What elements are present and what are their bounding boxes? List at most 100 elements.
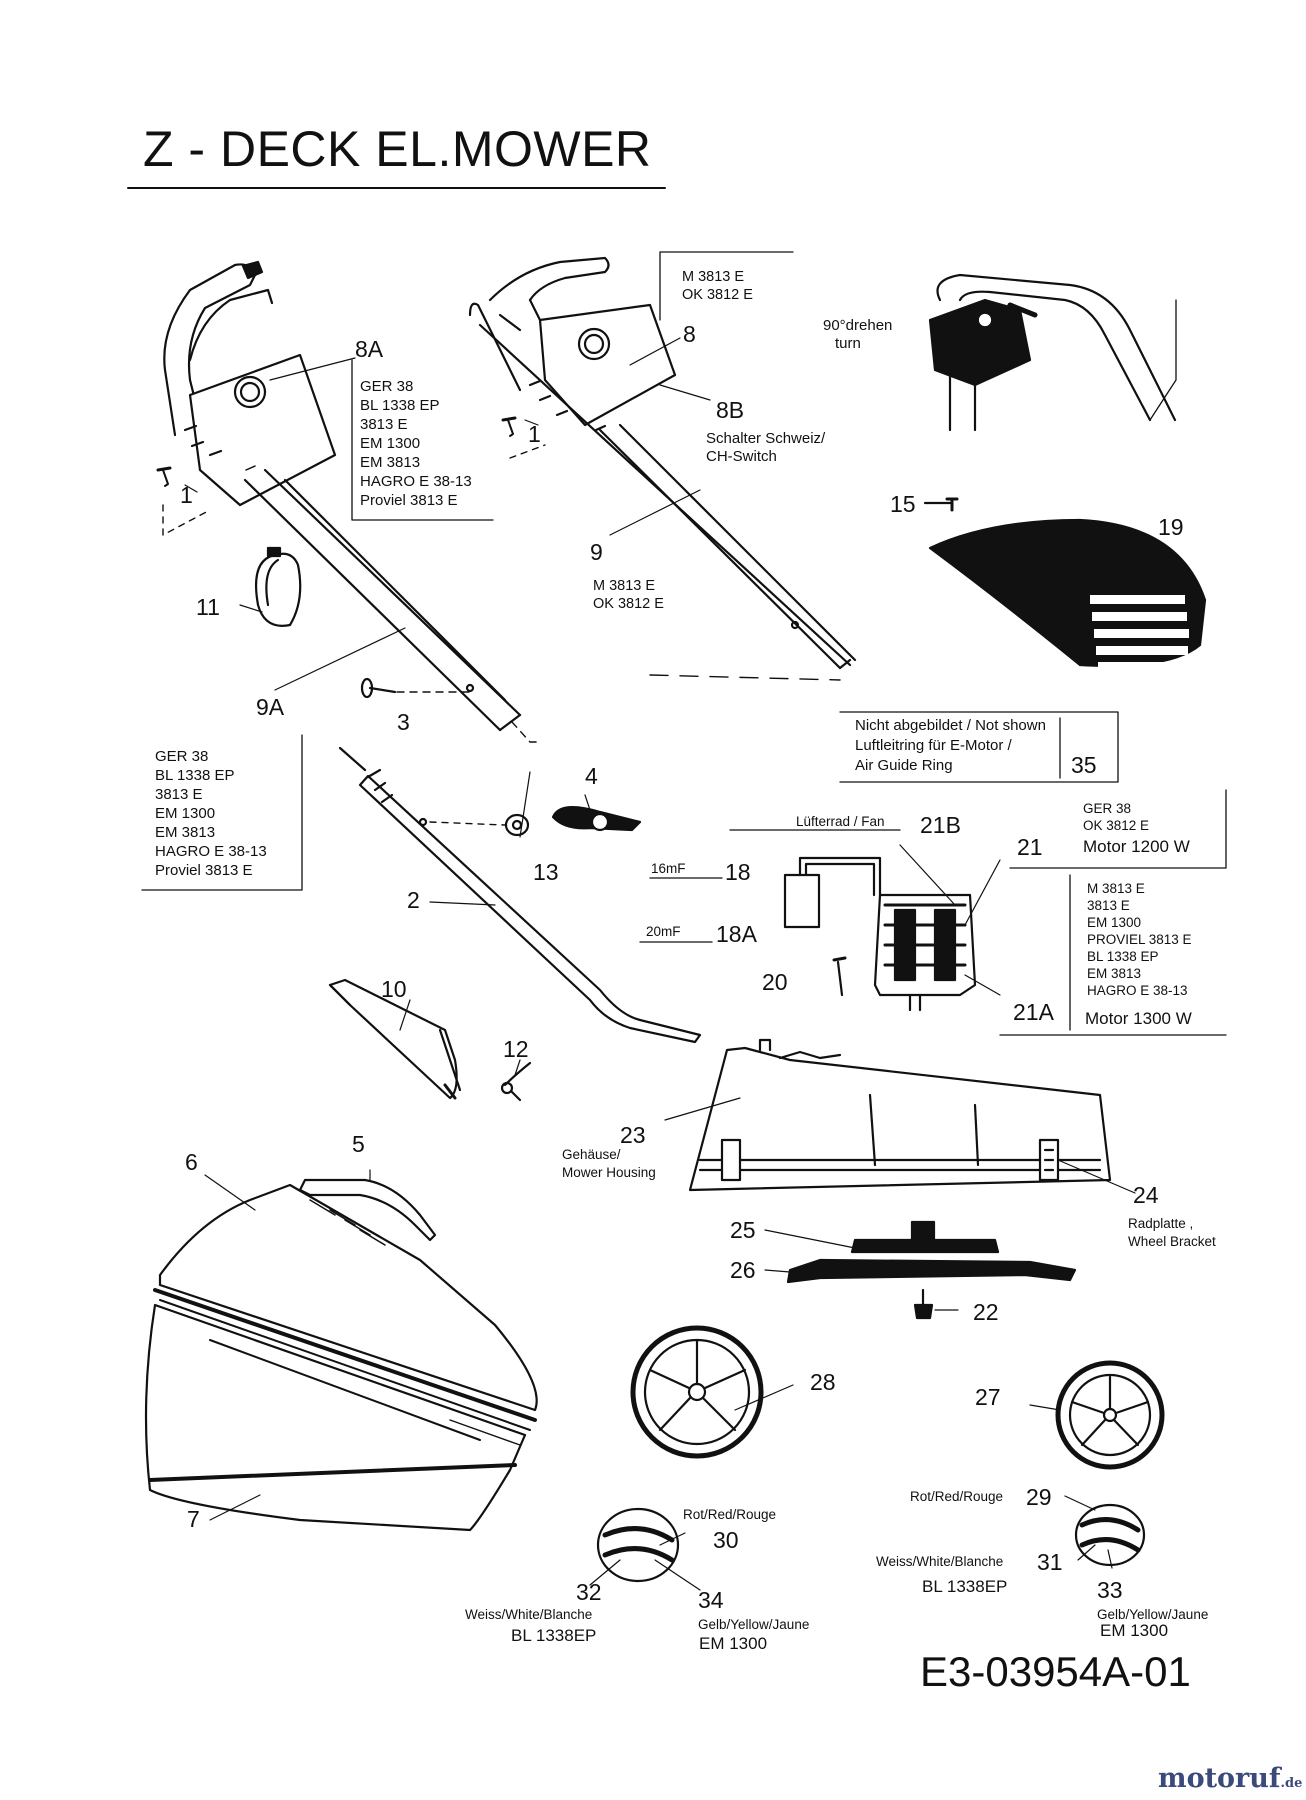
bracket-m3813-top [659, 251, 794, 321]
model-list-8a: GER 38 BL 1338 EP 3813 E EM 1300 EM 3813… [360, 378, 472, 509]
label-color-white-right: Weiss/White/Blanche [876, 1554, 1004, 1569]
leader-lines [184, 337, 1136, 1591]
label-model-bl-left: BL 1338EP [511, 1626, 597, 1645]
part-number: 10 [381, 976, 407, 1002]
model-list-motor-1200: GER 38 OK 3812 E [1083, 801, 1150, 833]
part-number: 25 [730, 1217, 756, 1243]
handle-assembly-middle [468, 256, 857, 681]
label-color-red-right: Rot/Red/Rouge [910, 1489, 1004, 1504]
rear-wheel-28 [630, 1325, 764, 1459]
screw-20 [832, 956, 847, 997]
label-not-shown: Nicht abgebildet / Not shown Luftleitrin… [855, 717, 1046, 774]
part-number: 9A [256, 694, 285, 720]
part-number: 18 [725, 859, 751, 885]
label-fan: Lüfterrad / Fan [796, 814, 885, 829]
bracket-9a-models [141, 734, 303, 891]
part-number: 35 [1071, 752, 1097, 778]
part-number: 33 [1097, 1577, 1123, 1603]
part-number: 11 [196, 594, 220, 620]
wheel-cap-left [596, 1507, 680, 1583]
deflector-10 [328, 978, 462, 1100]
label-model-em-right: EM 1300 [1100, 1621, 1169, 1640]
part-number: 8 [683, 321, 696, 347]
part-number: 6 [185, 1149, 198, 1175]
part-number: 23 [620, 1122, 646, 1148]
blade-bolt-22 [913, 1288, 934, 1320]
part-number: 8B [716, 397, 745, 423]
switch-rotation-detail [928, 273, 1177, 432]
part-number: 30 [713, 1527, 739, 1553]
part-number: 9 [590, 539, 603, 565]
part-number: 7 [187, 1506, 200, 1532]
grass-bag-top-6 [158, 1183, 538, 1412]
page-title: Z - DECK EL.MOWER [143, 121, 652, 177]
label-turn: 90°drehen turn [823, 317, 893, 352]
model-list-motor-1300: M 3813 E 3813 E EM 1300 PROVIEL 3813 E B… [1087, 881, 1192, 998]
part-number: 1 [180, 482, 193, 508]
lower-handle-2 [338, 746, 702, 1044]
bracket-motor-1200 [1009, 789, 1227, 869]
model-list-8-top: M 3813 E OK 3812 E [682, 269, 753, 303]
label-capacitor-20mf: 20mF [646, 924, 681, 939]
bolt-3 [360, 677, 541, 743]
part-number: 5 [352, 1131, 365, 1157]
part-number: 21B [920, 812, 961, 838]
screw-1-middle [501, 416, 546, 459]
wing-knob-4 [551, 805, 642, 832]
part-number: 31 [1037, 1549, 1063, 1575]
hose-clamp-11 [254, 546, 302, 627]
label-mower-housing: Gehäuse/ Mower Housing [562, 1147, 656, 1180]
wheel-cap-right [1074, 1503, 1146, 1567]
part-number: 21 [1017, 834, 1043, 860]
motor-cover-19 [928, 518, 1207, 669]
label-wheel-bracket: Radplatte , Wheel Bracket [1128, 1216, 1216, 1249]
label-motor-1300w: Motor 1300 W [1085, 1009, 1192, 1028]
watermark-logo: motoruf.de [1158, 1763, 1303, 1794]
part-number: 24 [1133, 1182, 1159, 1208]
label-model-em-left: EM 1300 [699, 1634, 768, 1653]
washer-13 [504, 813, 530, 837]
part-number: 29 [1026, 1484, 1052, 1510]
not-shown-box [839, 711, 1119, 783]
model-list-9: M 3813 E OK 3812 E [593, 578, 664, 612]
handle-assembly-left [163, 260, 522, 732]
spring-12 [500, 1061, 532, 1102]
mower-housing-23 [688, 1038, 1112, 1192]
part-number: 22 [973, 1299, 999, 1325]
part-number: 26 [730, 1257, 756, 1283]
label-color-yellow-right: Gelb/Yellow/Jaune [1097, 1607, 1209, 1622]
label-color-yellow-left: Gelb/Yellow/Jaune [698, 1617, 810, 1632]
bracket-8a-models [351, 517, 494, 521]
label-motor-1200w: Motor 1200 W [1083, 837, 1190, 856]
part-number: 34 [698, 1587, 724, 1613]
part-number: 15 [890, 491, 916, 517]
cutting-blade-26 [786, 1258, 1077, 1284]
part-number: 19 [1158, 514, 1184, 540]
part-number: 3 [397, 709, 410, 735]
part-number: 21A [1013, 999, 1054, 1025]
part-number: 32 [576, 1579, 602, 1605]
blade-holder-25 [850, 1220, 1000, 1254]
electric-motor-21 [873, 893, 977, 1012]
part-number: 18A [716, 921, 757, 947]
label-ch-switch: Schalter Schweiz/ CH-Switch [706, 430, 826, 465]
part-number: 28 [810, 1369, 836, 1395]
capacitor-18 [783, 856, 882, 929]
part-number: 4 [585, 763, 598, 789]
grass-bag-bottom-7 [144, 1288, 537, 1532]
label-color-white-left: Weiss/White/Blanche [465, 1607, 593, 1622]
part-number: 8A [355, 336, 384, 362]
model-list-9a: GER 38 BL 1338 EP 3813 E EM 1300 EM 3813… [155, 748, 267, 879]
screw-1-left [156, 466, 211, 536]
label-capacitor-16mf: 16mF [651, 861, 686, 876]
part-number: 20 [762, 969, 788, 995]
label-color-red-left: Rot/Red/Rouge [683, 1507, 777, 1522]
front-wheel-27 [1055, 1360, 1165, 1470]
screw-15 [923, 497, 959, 512]
part-number: 1 [528, 421, 541, 447]
part-number: 13 [533, 859, 559, 885]
part-number: 2 [407, 887, 420, 913]
label-model-bl-right: BL 1338EP [922, 1577, 1008, 1596]
